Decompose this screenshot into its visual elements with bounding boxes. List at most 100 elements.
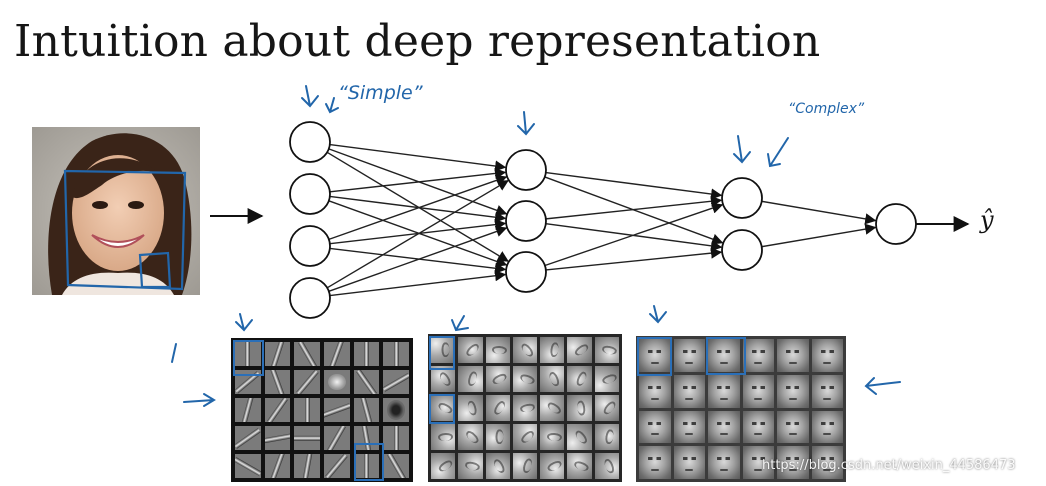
face-template-thumbnail [639,446,671,479]
arrow-down-icon [451,315,469,332]
face-template-thumbnail [811,339,843,372]
edge-filter-thumbnail [294,370,320,394]
arrow-left-icon [864,377,901,395]
connection-edge [544,202,724,267]
face-part-thumbnail [458,453,483,479]
edge-filter-thumbnail [294,426,320,450]
face-part-thumbnail [594,366,619,392]
face-part-thumbnail [567,424,592,450]
face-part-thumbnail [431,337,456,363]
arrow-down-icon [767,137,789,168]
face-part-thumbnail [458,424,483,450]
annotation-simple: “Simple” [338,82,423,104]
page-title: Intuition about deep representation [14,16,821,67]
face-part-thumbnail [512,453,538,479]
face-part-thumbnail [594,424,619,450]
neuron-node [505,251,547,293]
connection-edge [761,200,877,225]
face-part-thumbnail [485,395,510,421]
tick-mark [171,343,177,363]
face-template-thumbnail [673,446,705,479]
edge-filter-thumbnail [353,426,380,450]
edge-filter-thumbnail [294,454,320,478]
arrow-down-icon [649,305,667,324]
face-part-thumbnail [458,337,483,363]
face-part-thumbnail [431,366,456,392]
face-template-thumbnail [639,374,671,408]
face-part-thumbnail [458,395,483,421]
face-part-thumbnail [485,453,510,479]
neuron-node [289,121,331,163]
edge-filter-thumbnail [264,398,291,422]
edge-filter-thumbnail [353,370,380,394]
edge-filter-thumbnail [383,454,409,478]
face-part-thumbnail [485,366,510,392]
face-template-thumbnail [639,339,671,372]
face-part-thumbnail [540,366,565,392]
edge-filter-thumbnail [235,398,261,422]
edge-filter-thumbnail [264,454,291,478]
face-template-thumbnail [708,374,740,408]
arrow-right-icon [183,393,216,407]
face-part-thumbnail [594,337,619,363]
edge-filter-thumbnail [383,426,409,450]
output-y-hat: ŷ [980,206,994,234]
face-template-thumbnail [777,339,809,372]
face-part-thumbnail [567,453,592,479]
connection-edge [328,200,508,267]
connection-edge [328,226,508,292]
face-template-thumbnail [742,374,774,408]
face-part-thumbnail [567,366,592,392]
edge-filter-thumbnail [353,454,380,478]
neuron-node [721,229,763,271]
face-template-thumbnail [708,339,740,372]
face-part-thumbnail [431,453,456,479]
face-part-thumbnail [512,366,538,392]
face-template-thumbnail [777,374,809,408]
face-part-thumbnail [540,453,565,479]
edge-filter-thumbnail [294,398,320,422]
network-nodes [289,121,917,319]
edge-filter-thumbnail [235,342,261,366]
face-part-thumbnail [431,395,456,421]
face-template-thumbnail [777,446,809,479]
edge-filter-thumbnail [383,342,409,366]
face-template-thumbnail [811,446,843,479]
face-template-thumbnail [742,339,774,372]
annotation-complex: “Complex” [788,101,865,117]
face-template-thumbnail [673,374,705,408]
edge-filter-thumbnail [383,398,409,422]
connection-edge [329,143,507,172]
face-template-thumbnail [742,446,774,479]
face-parts-panel [428,334,622,482]
edge-filter-thumbnail [353,398,380,422]
edge-filter-thumbnail [383,370,409,394]
arrow-down-icon [325,97,339,114]
neuron-node [289,277,331,319]
face-part-thumbnail [512,424,538,450]
edge-filter-thumbnail [323,398,350,422]
edge-filter-thumbnail [235,370,261,394]
connection-edge [328,148,508,216]
face-part-thumbnail [431,424,456,450]
handwritten-marks [171,85,901,407]
edge-filter-thumbnail [323,370,350,394]
connection-edge [326,180,509,289]
neuron-node [875,203,917,245]
face-template-thumbnail [673,410,705,444]
face-part-thumbnail [512,337,538,363]
connection-edge [329,270,507,297]
neuron-node [289,225,331,267]
face-template-thumbnail [708,446,740,479]
face-part-thumbnail [594,453,619,479]
neuron-node [721,177,763,219]
face-part-thumbnail [458,366,483,392]
edge-filter-thumbnail [264,342,291,366]
network-connections [326,143,877,297]
watermark: https://blog.csdn.net/weixin_44586473 [762,458,1016,473]
face-part-thumbnail [540,395,565,421]
arrow-down-icon [733,135,751,164]
arrow-down-icon [235,313,253,332]
edge-filter-thumbnail [235,454,261,478]
